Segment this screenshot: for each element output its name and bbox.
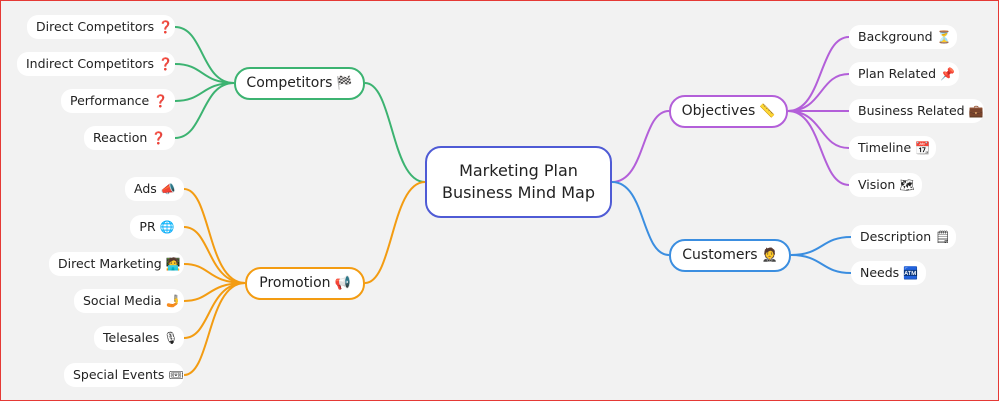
link-center-objectives [611,110,670,183]
subtopic-direct-marketing[interactable]: Direct Marketing🧑‍💻 [49,252,184,276]
subtopic-label: Vision [858,177,896,192]
megaphone-icon: 📢 [334,276,351,291]
topic-label: Customers [682,247,758,263]
link-promotion-telesales [183,282,246,339]
subtopic-label: Direct Competitors [36,19,155,34]
topic-customers[interactable]: Customers🤵 [669,239,791,272]
subtopic-label: Social Media [83,293,162,308]
subtopic-label: Plan Related [858,66,937,81]
subtopic-description[interactable]: Description🗒 [851,225,956,249]
question-mark-icon: ❓ [153,94,169,108]
link-objectives-plan-related [787,73,850,112]
subtopic-pr[interactable]: PR🌐 [130,215,184,239]
link-objectives-vision [787,110,850,186]
link-promotion-pr [183,226,246,284]
map-icon: 🗺 [899,178,915,192]
person-at-computer-icon: 🧑‍💻 [165,257,181,271]
subtopic-label: Special Events [73,367,165,382]
subtopic-label: Performance [70,93,150,108]
link-customers-description [790,236,852,256]
central-topic[interactable]: Marketing Plan Business Mind Map [425,146,612,218]
topic-label: Objectives [681,103,756,119]
subtopic-performance[interactable]: Performance❓ [61,89,175,113]
topic-label: Promotion [259,275,331,291]
subtopic-social-media[interactable]: Social Media🤳 [74,289,184,313]
question-mark-icon: ❓ [151,131,167,145]
subtopic-label: PR [139,219,156,234]
topic-promotion[interactable]: Promotion📢 [245,267,365,300]
link-promotion-social-media [183,282,246,302]
subtopic-label: Timeline [858,140,912,155]
subtopic-special-events[interactable]: Special Events🎟 [64,363,184,387]
link-competitors-reaction [174,82,235,139]
subtopic-indirect-competitors[interactable]: Indirect Competitors❓ [17,52,175,76]
hourglass-icon: ⏳ [936,30,952,44]
subtopic-telesales[interactable]: Telesales🎙 [94,326,184,350]
central-topic-line1: Marketing Plan [459,161,578,180]
person-in-suit-icon: 🤵 [761,248,778,263]
subtopic-label: Ads [134,181,157,196]
subtopic-needs[interactable]: Needs🏧 [851,261,926,285]
globe-icon: 🌐 [159,220,175,234]
subtopic-label: Description [860,229,932,244]
link-competitors-direct [174,26,235,84]
subtopic-direct-competitors[interactable]: Direct Competitors❓ [27,15,175,39]
calendar-icon: 📆 [915,141,931,155]
notepad-icon: 🗒 [935,230,951,244]
link-promotion-ads [183,188,246,284]
link-customers-needs [790,254,852,274]
subtopic-timeline[interactable]: Timeline📆 [849,136,936,160]
question-mark-icon: ❓ [158,20,174,34]
central-topic-line2: Business Mind Map [441,183,596,202]
question-mark-icon: ❓ [158,57,174,71]
ruler-icon: 📏 [759,104,776,119]
subtopic-label: Background [858,29,933,44]
link-center-customers [611,181,670,256]
link-center-promotion [364,181,426,284]
checkered-flag-icon: 🏁 [336,76,353,91]
microphone-icon: 🎙 [163,331,179,345]
link-center-competitors [364,82,426,183]
topic-competitors[interactable]: Competitors🏁 [234,67,365,100]
pushpin-icon: 📌 [940,67,955,81]
subtopic-label: Direct Marketing [58,256,162,271]
link-objectives-background [787,36,850,112]
subtopic-label: Indirect Competitors [26,56,155,71]
topic-label: Competitors [246,75,333,91]
subtopic-plan-related[interactable]: Plan Related📌 [849,62,959,86]
subtopic-label: Telesales [103,330,160,345]
subtopic-reaction[interactable]: Reaction❓ [84,126,175,150]
link-promotion-special-events [183,282,246,376]
atm-icon: 🏧 [903,266,919,280]
link-competitors-performance [174,82,235,102]
subtopic-vision[interactable]: Vision🗺 [849,173,922,197]
topic-objectives[interactable]: Objectives📏 [669,95,788,128]
selfie-phone-icon: 🤳 [165,294,181,308]
subtopic-label: Reaction [93,130,148,145]
subtopic-label: Needs [860,265,900,280]
briefcase-icon: 💼 [968,104,984,118]
subtopic-label: Business Related [858,103,965,118]
subtopic-business-related[interactable]: Business Related💼 [849,99,984,123]
ticket-icon: 🎟 [168,368,184,382]
megaphone-icon: 📣 [160,182,176,196]
link-promotion-direct-marketing [183,263,246,284]
subtopic-background[interactable]: Background⏳ [849,25,957,49]
subtopic-ads[interactable]: Ads📣 [125,177,184,201]
link-competitors-indirect [174,63,235,84]
